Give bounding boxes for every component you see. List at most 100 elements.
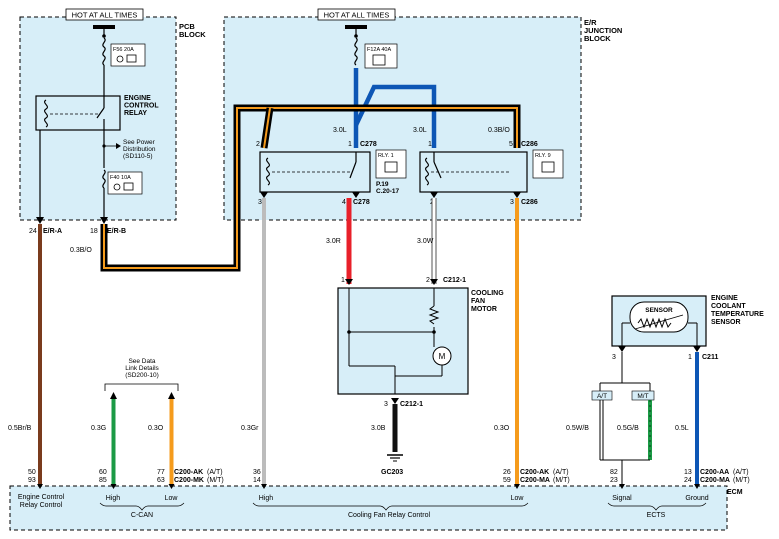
relay-9-label: RLY. 9	[535, 153, 551, 159]
pcb-block	[19, 16, 177, 221]
motor-title-1: COOLING	[471, 290, 504, 297]
relay-1-tag	[375, 149, 407, 179]
ecm-pin-77: 77	[157, 469, 165, 476]
wire-05gb: 0.5G/B	[617, 425, 639, 432]
conn-c200-ma-2: C200-MA	[520, 477, 550, 484]
sensor-pin-3: 3	[612, 354, 616, 361]
fuse-f40-label: F40 10A	[110, 175, 131, 181]
fuse-f40-icon	[102, 169, 106, 189]
label-ects: ECTS	[647, 512, 666, 519]
wire-03bo-top: 0.3B/O	[488, 127, 510, 134]
label-erc-2: Relay Control	[20, 502, 63, 509]
label-ground: Ground	[685, 495, 708, 502]
fuse-f12a-box	[364, 43, 398, 69]
wire-03o-can: 0.3O	[148, 425, 164, 432]
at-tag	[591, 390, 613, 401]
label-erc-1: Engine Control	[18, 494, 65, 501]
wire-30r: 3.0R	[326, 238, 341, 245]
fuse-f56-label: F56 20A	[113, 47, 134, 53]
fuse-f12a-icon	[354, 37, 358, 66]
ecm-pin-50: 50	[28, 469, 36, 476]
wire-05wb: 0.5W/B	[566, 425, 589, 432]
pcb-block-title-2: BLOCK	[179, 30, 206, 39]
conn-c286-bottom: C286	[521, 199, 538, 206]
ecm-pin-36: 36	[253, 469, 261, 476]
fuse-f56-icon	[102, 37, 106, 66]
conn-c200-ma-3: C200-MA	[700, 477, 730, 484]
relay-title-3: RELAY	[124, 110, 147, 117]
ecm-block	[9, 485, 728, 531]
pin-3-left: 3	[258, 199, 262, 206]
see-power-2: Distribution	[123, 146, 156, 153]
pin-1-left: 1	[348, 141, 352, 148]
motor-pin-3: 3	[384, 401, 388, 408]
resistor-icon	[428, 305, 440, 325]
conn-c200-ma-3-suffix: (M/T)	[733, 477, 750, 484]
pin-3-right: 3	[510, 199, 514, 206]
pcb-block-title-1: PCB	[179, 22, 195, 31]
sensor-title-2: COOLANT	[711, 303, 746, 310]
sensor-label: SENSOR	[645, 307, 673, 314]
data-link-1: See Data	[128, 358, 155, 365]
conn-c200-ak-2-suffix: (A/T)	[553, 469, 569, 476]
relay-1-label: RLY. 1	[378, 153, 394, 159]
at-label: A/T	[597, 393, 607, 400]
wire-30w: 3.0W	[417, 238, 434, 245]
relay-title-1: ENGINE	[124, 95, 151, 102]
conn-c212-1-top: C212-1	[443, 277, 466, 284]
wire-30b: 3.0B	[371, 425, 386, 432]
cooling-fan-motor-block	[337, 287, 469, 395]
hot-label-left-box	[65, 8, 144, 21]
hot-label-right-box	[317, 8, 396, 21]
motor-pin-2: 2	[426, 277, 430, 284]
data-link-3: (SD200-10)	[125, 372, 159, 379]
relay-1-box	[259, 151, 371, 193]
wire-30l-left: 3.0L	[333, 127, 347, 134]
label-low-fan: Low	[511, 495, 525, 502]
motor-m-label: M	[439, 352, 446, 361]
conn-c286-top: C286	[521, 141, 538, 148]
conn-c200-ma-2-suffix: (M/T)	[553, 477, 570, 484]
wire-03bo-left: 0.3B/O	[70, 247, 92, 254]
pin-1-right: 1	[428, 141, 432, 148]
page-ref-1: P.19	[376, 181, 389, 188]
arrow-icon	[116, 143, 121, 149]
ecm-pin-60: 60	[99, 469, 107, 476]
ecm-pin-24: 24	[684, 477, 692, 484]
ecm-pin-26: 26	[503, 469, 511, 476]
label-ccan: C-CAN	[131, 512, 153, 519]
hot-label-left: HOT AT ALL TIMES	[72, 11, 138, 20]
wire-03o-right: 0.3O	[494, 425, 510, 432]
ecm-pin-14: 14	[253, 477, 261, 484]
mt-label: M/T	[637, 393, 648, 400]
er-junction-block	[223, 16, 582, 221]
conn-c200-aa-suffix: (A/T)	[733, 469, 749, 476]
conn-er-a: E/R-A	[43, 228, 62, 235]
conn-c200-aa: C200-AA	[700, 469, 729, 476]
sensor-title-1: ENGINE	[711, 295, 738, 302]
mt-tag	[631, 390, 655, 401]
er-block-title-1: E/R	[584, 18, 597, 27]
conn-c200-mk-suffix: (M/T)	[207, 477, 224, 484]
relay-9-box	[419, 151, 528, 193]
motor-pin-1: 1	[341, 277, 345, 284]
conn-c200-mk: C200-MK	[174, 477, 204, 484]
er-block-title-3: BLOCK	[584, 34, 611, 43]
conn-er-b: E/R-B	[107, 228, 126, 235]
data-link-2: Link Details	[125, 365, 159, 372]
wire-03gr: 0.3Gr	[241, 425, 259, 432]
ecm-pin-59: 59	[503, 477, 511, 484]
sensor-title-3: TEMPERATURE	[711, 311, 764, 318]
relay-title-2: CONTROL	[124, 103, 159, 110]
wire-03g: 0.3G	[91, 425, 106, 432]
see-power-3: (SD110-5)	[123, 153, 153, 160]
ground-gc203: GC203	[381, 469, 403, 476]
ecm-pin-93: 93	[28, 477, 36, 484]
ecm-pin-23: 23	[610, 477, 618, 484]
label-high-fan: High	[259, 495, 274, 502]
conn-c200-ak: C200-AK	[174, 469, 203, 476]
label-low-can: Low	[165, 495, 179, 502]
sensor-conn-c211: C211	[702, 354, 718, 361]
